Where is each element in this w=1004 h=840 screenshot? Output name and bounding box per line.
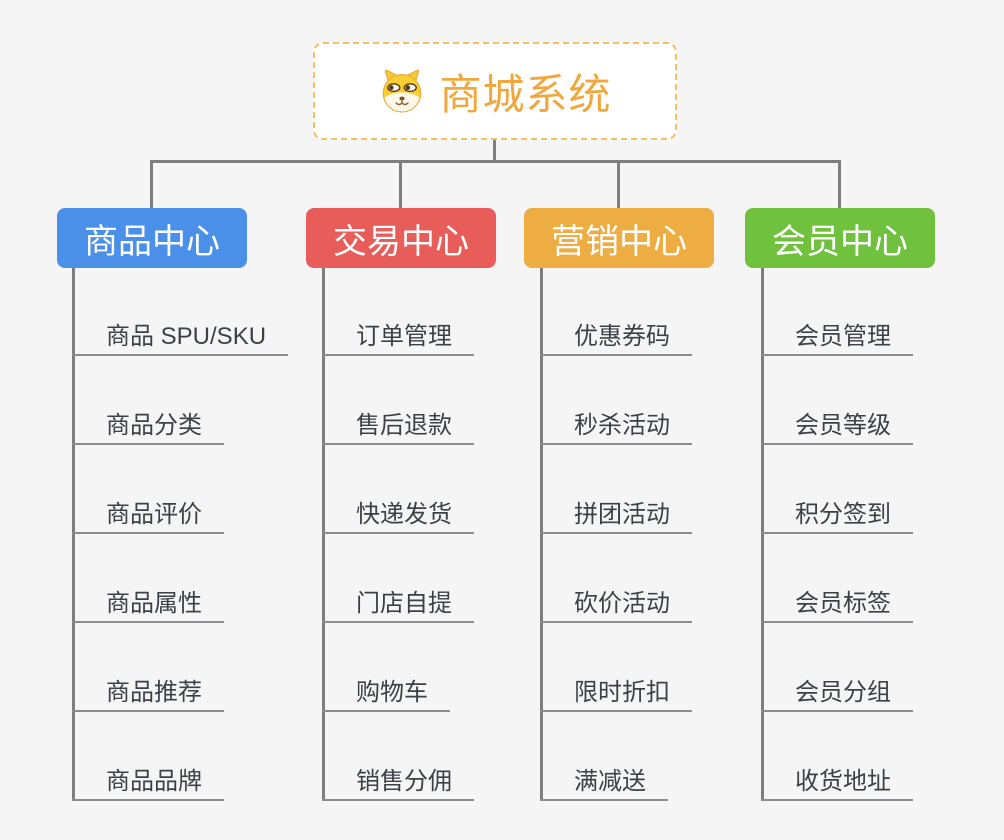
leaf-node[interactable]: 会员分组 [761,662,913,712]
root-node[interactable]: 商城系统 [313,42,677,140]
leaf-node[interactable]: 秒杀活动 [540,395,692,445]
branch-trunk-2 [322,268,325,801]
root-title: 商城系统 [439,70,612,118]
leaf-node[interactable]: 商品评价 [72,484,224,534]
connector-horizontal-bar [150,160,840,163]
leaf-node[interactable]: 限时折扣 [540,662,692,712]
connector-drop-2 [399,160,402,208]
leaf-node[interactable]: 会员管理 [761,306,913,356]
branch-trunk-3 [540,268,543,801]
leaf-node[interactable]: 满减送 [540,751,668,801]
leaf-node[interactable]: 砍价活动 [540,573,692,623]
branch-node-trade-center[interactable]: 交易中心 [306,208,496,268]
leaf-node[interactable]: 商品 SPU/SKU [72,306,289,356]
connector-root-stem [493,140,496,163]
connector-drop-3 [617,160,620,208]
leaf-node[interactable]: 积分签到 [761,484,913,534]
leaf-node[interactable]: 会员标签 [761,573,913,623]
connector-drop-4 [838,160,841,208]
leaf-node[interactable]: 快递发货 [322,484,474,534]
leaf-node[interactable]: 商品分类 [72,395,224,445]
branch-title: 会员中心 [772,222,908,261]
leaf-node[interactable]: 购物车 [322,662,450,712]
branch-title: 营销中心 [551,222,687,261]
leaf-node[interactable]: 优惠券码 [540,306,692,356]
leaf-node[interactable]: 拼团活动 [540,484,692,534]
branch-node-marketing-center[interactable]: 营销中心 [524,208,714,268]
branch-trunk-4 [761,268,764,801]
leaf-node[interactable]: 收货地址 [761,751,913,801]
branch-node-member-center[interactable]: 会员中心 [745,208,935,268]
branch-trunk-1 [72,268,75,801]
leaf-node[interactable]: 门店自提 [322,573,474,623]
branch-node-product-center[interactable]: 商品中心 [57,208,247,268]
leaf-node[interactable]: 会员等级 [761,395,913,445]
leaf-node[interactable]: 商品品牌 [72,751,224,801]
leaf-node[interactable]: 售后退款 [322,395,474,445]
leaf-node[interactable]: 商品属性 [72,573,224,623]
branch-title: 交易中心 [333,222,469,261]
leaf-node[interactable]: 销售分佣 [322,751,474,801]
branch-title: 商品中心 [84,222,220,261]
leaf-node[interactable]: 商品推荐 [72,662,224,712]
leaf-node[interactable]: 订单管理 [322,306,474,356]
shiba-dog-icon [378,66,426,116]
connector-drop-1 [150,160,153,208]
